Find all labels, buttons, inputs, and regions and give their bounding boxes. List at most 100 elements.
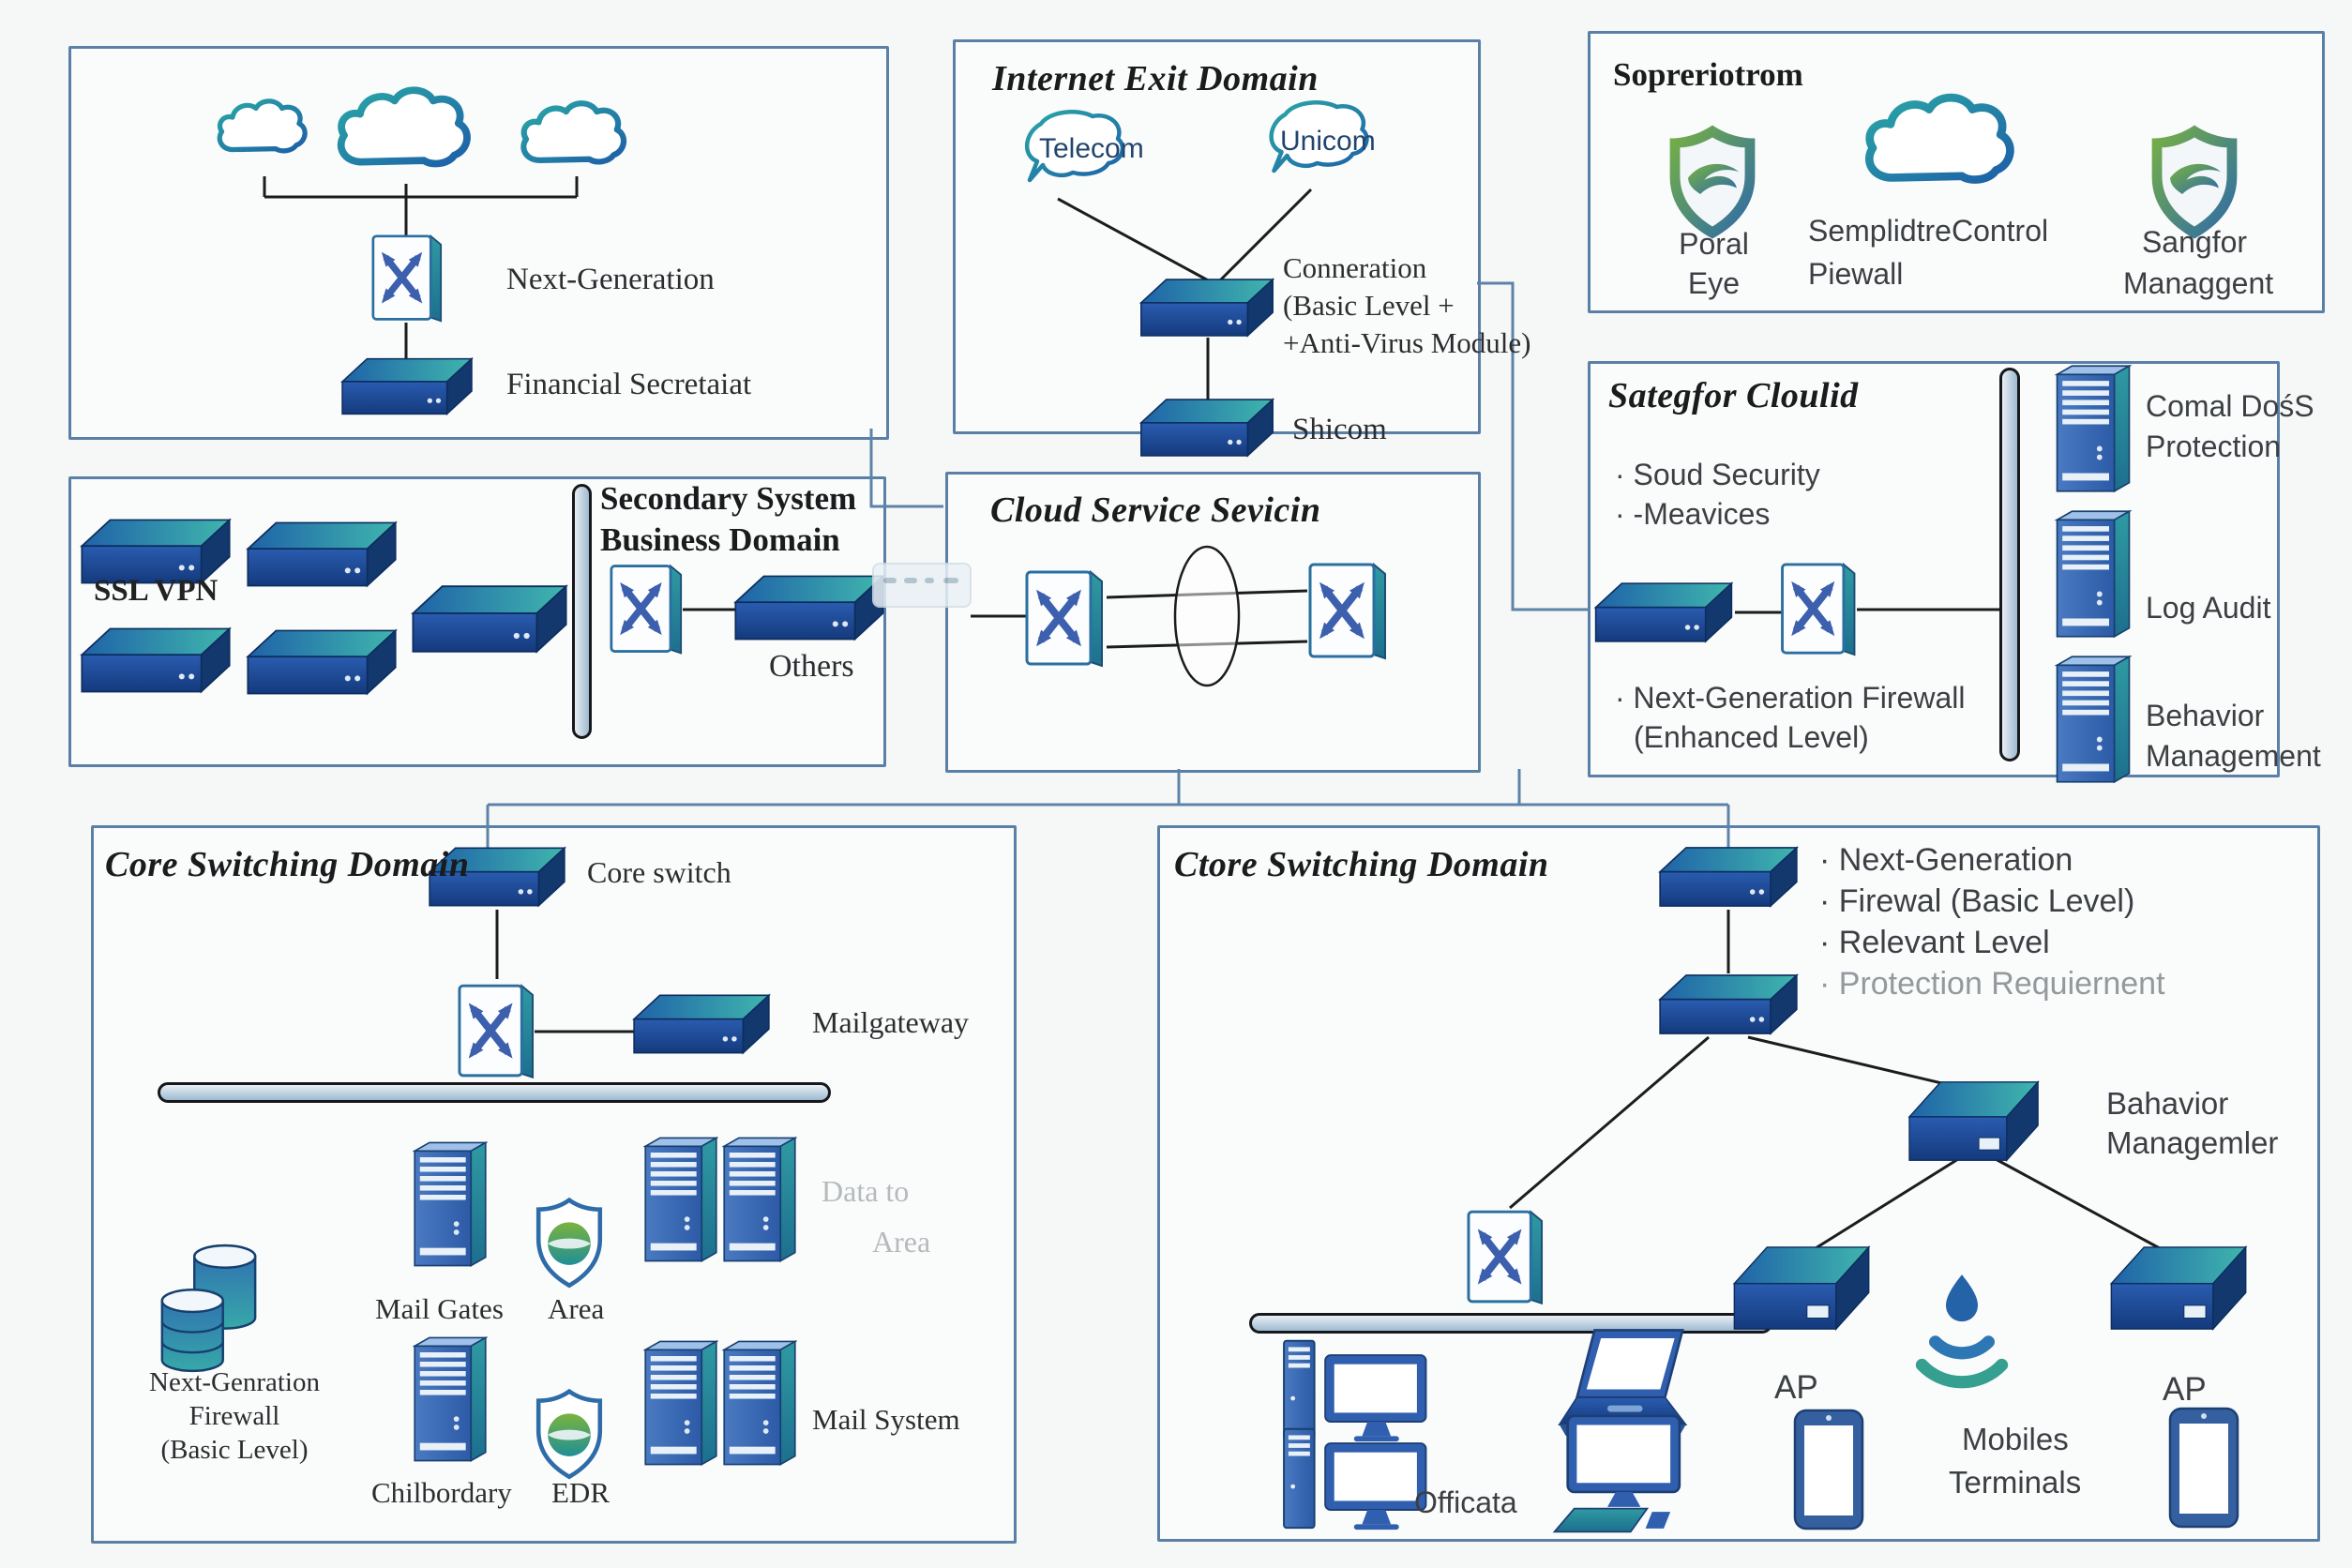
internet-exit-domain-box xyxy=(953,39,1481,434)
mobiles-label-line2: Terminals xyxy=(1949,1465,2082,1500)
core-right-title: Ctore Switching Domain xyxy=(1174,845,1549,884)
vpn-appliance-icon xyxy=(80,626,232,694)
edr-shield-icon xyxy=(531,1388,608,1484)
switch-icon xyxy=(1780,563,1857,656)
cloud-security-bullet: · Soud Security xyxy=(1615,458,1820,491)
core-switch-label: Core switch xyxy=(587,855,731,889)
secondary-title-line2: Business Domain xyxy=(600,521,840,558)
mail-system-server-icon xyxy=(643,1324,718,1482)
sangfor-label: Sangfor xyxy=(2141,225,2248,259)
firewall-appliance-icon xyxy=(1138,278,1276,338)
shicom-label: Shicom xyxy=(1292,413,1387,446)
data-server-icon xyxy=(643,1123,718,1275)
next-generation-label: Next-Generation xyxy=(506,263,715,296)
behavior-server-icon xyxy=(2054,655,2133,784)
shicom-appliance-icon xyxy=(1138,398,1276,458)
core-appliance-icon xyxy=(1658,972,1799,1037)
core-right-bullet-1: · Next-Generation xyxy=(1819,842,2073,878)
mail-system-server-icon xyxy=(722,1324,797,1482)
secondary-title-line1: Secondary System xyxy=(600,480,857,517)
ngfw-label-line2: Firewall xyxy=(188,1401,280,1431)
mail-gates-server-icon xyxy=(413,1135,488,1274)
control-label-line2: Piewall xyxy=(1808,257,1904,291)
ngfw-label-line3: (Basic Level) xyxy=(160,1435,309,1465)
ng-firewall-bullet-line1: · Next-Generation Firewall xyxy=(1615,681,1966,715)
firewall-database-icon xyxy=(153,1244,264,1373)
mail-gateway-appliance-icon xyxy=(632,992,771,1056)
smartphone-icon xyxy=(1791,1409,1866,1530)
wifi-icon xyxy=(1913,1272,2011,1394)
ngfw-label-line1: Next-Genration xyxy=(149,1367,320,1397)
ddos-label-line1: Comal DośS xyxy=(2146,389,2314,423)
sangfor-cloud-title: Sategfor Cloulid xyxy=(1608,376,1859,415)
core-right-bullet-3: · Relevant Level xyxy=(1819,925,2050,960)
mail-system-label: Mail System xyxy=(812,1403,960,1436)
firewall-label-line3: +Anti-Virus Module) xyxy=(1283,326,1531,359)
ap-label: AP xyxy=(2163,1371,2207,1408)
financial-secretariat-label: Financial Secretaiat xyxy=(506,368,752,401)
behavior-label-line1: Behavior xyxy=(2146,699,2265,732)
log-audit-label: Log Audit xyxy=(2146,591,2271,625)
supervision-title: Sopreriotrom xyxy=(1613,56,1803,93)
vertical-bus-bar xyxy=(572,484,592,739)
chilbordary-label: Chilbordary xyxy=(371,1476,512,1509)
log-audit-server-icon xyxy=(2054,509,2133,639)
switch-icon xyxy=(458,979,535,1084)
core-right-bullet-4: · Protection Requiernent xyxy=(1819,966,2165,1002)
edr-label: EDR xyxy=(551,1476,610,1509)
financial-domain-box xyxy=(68,46,889,440)
ddos-server-icon xyxy=(2054,364,2133,493)
behavior-mgmt-label-line2: Managemler xyxy=(2106,1125,2279,1160)
behavior-mgmt-label-line1: Bahavior xyxy=(2106,1086,2229,1121)
cloud-service-title: Cloud Service Sevicin xyxy=(990,490,1321,530)
data-area-label-line1: Data to xyxy=(822,1174,910,1208)
switch-icon xyxy=(610,563,683,656)
data-area-label-line2: Area xyxy=(872,1225,931,1259)
horizontal-bus-bar xyxy=(158,1082,831,1103)
telecom-label: Telecom xyxy=(1039,133,1144,164)
behavior-label-line2: Management xyxy=(2146,739,2321,773)
ghost-device xyxy=(872,563,972,608)
monitor-keyboard-icon xyxy=(1540,1414,1704,1534)
area-shield-icon xyxy=(531,1197,608,1292)
poral-label: Poral xyxy=(1679,227,1749,261)
vpn-appliance-icon xyxy=(411,583,568,655)
firewall-label-line2: (Basic Level + xyxy=(1283,289,1455,322)
ssl-vpn-label: SSL VPN xyxy=(94,574,219,608)
mail-gateway-label: Mailgateway xyxy=(812,1005,970,1039)
behavior-management-appliance-icon xyxy=(1902,1080,2047,1163)
access-point-icon xyxy=(2108,1245,2251,1332)
switch-icon xyxy=(1022,570,1107,668)
sangfor-cloud-box xyxy=(1588,361,2280,777)
unicom-label: Unicom xyxy=(1280,126,1376,157)
ddos-label-line2: Protection xyxy=(2146,430,2282,463)
internet-exit-title: Internet Exit Domain xyxy=(992,59,1319,98)
portal-eye-shield-icon xyxy=(1662,120,1763,244)
managgent-label: Managgent xyxy=(2123,266,2274,300)
firewall-label-line1: Conneration xyxy=(1283,251,1427,284)
switch-icon xyxy=(371,234,443,323)
chilbordary-server-icon xyxy=(413,1328,488,1470)
mobiles-label-line1: Mobiles xyxy=(1962,1422,2069,1456)
area-label: Area xyxy=(548,1292,605,1325)
smartphone-icon xyxy=(2166,1407,2241,1529)
access-point-icon xyxy=(1731,1245,1874,1332)
office-area-label: Officata xyxy=(1414,1485,1517,1519)
vpn-appliance-icon xyxy=(246,628,398,696)
eye-label: Eye xyxy=(1687,266,1741,300)
vpn-appliance-icon xyxy=(246,520,398,588)
cloud-icon xyxy=(211,89,319,169)
ap-label: AP xyxy=(1774,1369,1818,1406)
core-right-bullet-2: · Firewal (Basic Level) xyxy=(1819,883,2135,919)
ng-firewall-bullet-line2: (Enhanced Level) xyxy=(1634,720,1869,754)
cloud-icon xyxy=(511,94,642,178)
control-cloud-icon xyxy=(1855,83,2033,204)
switch-icon xyxy=(1305,563,1390,660)
ng-firewall-appliance-icon xyxy=(1658,844,1799,910)
cloud-icon xyxy=(328,75,488,188)
control-label-line1: SemplidtreControl xyxy=(1808,214,2049,248)
others-label: Others xyxy=(769,649,854,684)
switch-icon xyxy=(1467,1204,1544,1311)
